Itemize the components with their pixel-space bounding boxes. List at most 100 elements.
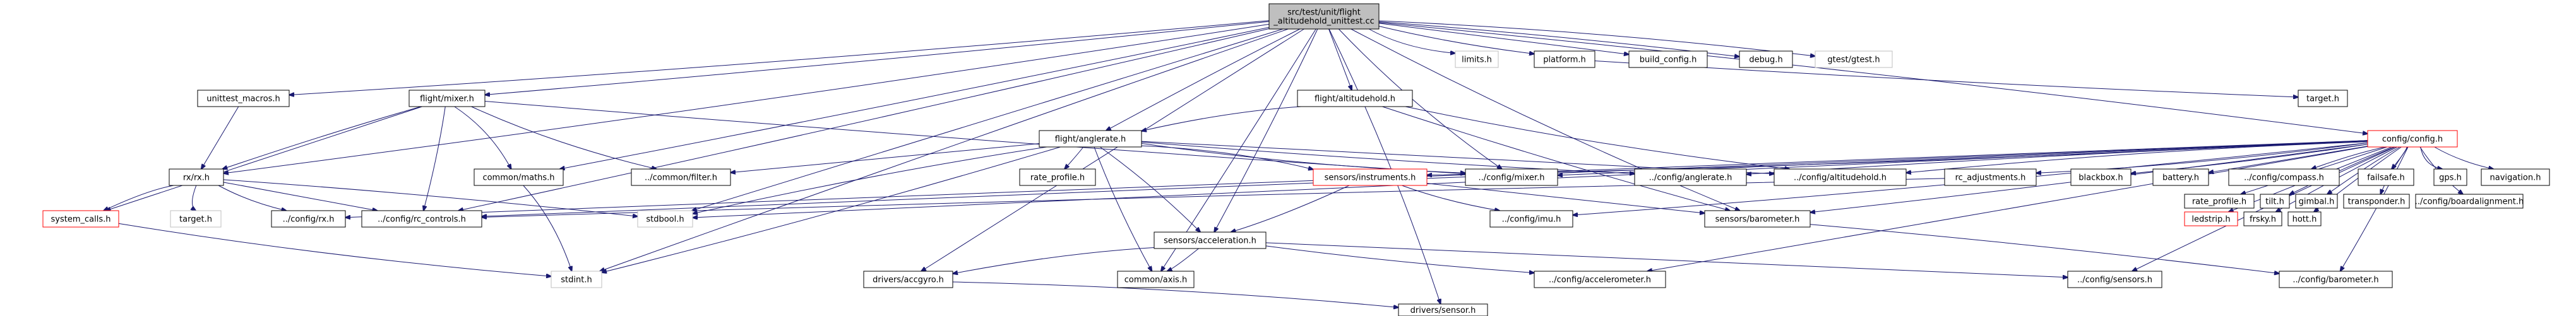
node-box [2287, 211, 2322, 226]
node-root[interactable]: src/test/unit/flight_altitudehold_unitte… [1268, 3, 1380, 30]
node-label: limits.h [1462, 56, 1492, 65]
node-box [474, 168, 564, 186]
node-gimbal[interactable]: gimbal.h [2295, 194, 2338, 209]
node-limits: limits.h [1455, 50, 1499, 68]
node-sensors-instruments[interactable]: sensors/instruments.h [1313, 168, 1428, 186]
node-ledstrip[interactable]: ledstrip.h [2184, 211, 2238, 226]
node-unittest-macros[interactable]: unittest_macros.h [197, 90, 290, 107]
node-label: gimbal.h [2299, 197, 2335, 207]
dependency-edge [1368, 28, 1455, 53]
node-config-accelerometer[interactable]: ../config/accelerometer.h [1534, 271, 1666, 288]
node-common-axis[interactable]: common/axis.h [1117, 271, 1195, 288]
node-config-rc-controls[interactable]: ../config/rc_controls.h [361, 210, 482, 228]
edge-rx_h-to-config_rx [218, 185, 287, 211]
node-platform[interactable]: platform.h [1534, 50, 1595, 68]
node-box [2070, 168, 2132, 186]
node-config-h[interactable]: config/config.h [2367, 130, 2458, 148]
node-box [1489, 210, 1573, 228]
dependency-edge [1378, 22, 2368, 134]
node-label: ../config/sensors.h [2077, 276, 2152, 285]
node-altitudehold[interactable]: flight/altitudehold.h [1297, 90, 1413, 107]
node-transponder[interactable]: transponder.h [2343, 194, 2410, 209]
node-system-calls[interactable]: system_calls.h [42, 210, 119, 228]
dependency-edge [1094, 146, 1152, 271]
dependency-edge [454, 106, 511, 169]
node-config-compass[interactable]: ../config/compass.h [2228, 168, 2340, 186]
node-drivers-sensor[interactable]: drivers/sensor.h [1398, 303, 1488, 316]
node-label: navigation.h [2490, 173, 2541, 183]
node-build-config[interactable]: build_config.h [1628, 50, 1708, 68]
node-label: ../config/altitudehold.h [1794, 173, 1887, 183]
node-label: src/test/unit/flight [1287, 8, 1361, 18]
edge-altitudehold-to-config_altitudehold [1405, 106, 1790, 169]
edge-unittest_macros-to-rx_h [201, 106, 239, 169]
dependency-edge [289, 20, 1270, 95]
dependency-edge [192, 185, 196, 211]
node-config-altitudehold[interactable]: ../config/altitudehold.h [1774, 168, 1907, 186]
node-label: ../config/anglerate.h [1649, 173, 1732, 183]
node-config-barometer[interactable]: ../config/barometer.h [2279, 271, 2393, 288]
node-hott[interactable]: hott.h [2287, 211, 2322, 226]
node-config-mixer[interactable]: ../config/mixer.h [1465, 168, 1558, 186]
node-label: ../config/boardalignment.h [2415, 197, 2524, 207]
node-config-rx[interactable]: ../config/rx.h [271, 210, 346, 228]
node-sensors-acceleration[interactable]: sensors/acceleration.h [1154, 231, 1267, 249]
node-box [2260, 194, 2290, 209]
dependency-edge [2434, 146, 2494, 169]
node-config-anglerate[interactable]: ../config/anglerate.h [1634, 168, 1747, 186]
node-debug[interactable]: debug.h [1739, 50, 1793, 68]
dependency-edge [921, 28, 1304, 271]
dependency-edge [1647, 146, 2368, 271]
node-common-maths[interactable]: common/maths.h [474, 168, 564, 186]
node-rate-profile2[interactable]: rate_profile.h [2184, 194, 2255, 209]
node-config-imu[interactable]: ../config/imu.h [1489, 210, 1573, 228]
dependency-edge [1167, 248, 1199, 271]
node-battery[interactable]: battery.h [2152, 168, 2209, 186]
node-label: unittest_macros.h [206, 95, 280, 104]
node-layer: src/test/unit/flight_altitudehold_unitte… [42, 3, 2550, 316]
dependency-edge [2327, 146, 2400, 194]
node-label: transponder.h [2348, 197, 2406, 207]
dependency-edge [201, 106, 239, 169]
edge-anglerate-to-common_axis [1094, 146, 1152, 271]
edge-rx_h-to-config_rc_controls [223, 182, 378, 211]
node-target[interactable]: target.h [2298, 90, 2348, 107]
dependency-edge [952, 281, 1398, 307]
node-tilt[interactable]: tilt.h [2260, 194, 2290, 209]
node-label: blackbox.h [2078, 173, 2123, 183]
edge-root-to-stdbool [692, 28, 1284, 211]
dependency-edge [1106, 28, 1301, 131]
edge-root-to-limits [1368, 28, 1455, 53]
node-box [271, 210, 346, 228]
node-rx-h[interactable]: rx/rx.h [169, 168, 224, 186]
edge-sensors_acceleration-to-drivers_accgyro [953, 247, 1155, 273]
edge-config_h-to-gimbal [2327, 146, 2400, 194]
node-frsky[interactable]: frsky.h [2243, 211, 2282, 226]
node-label: stdint.h [561, 276, 592, 285]
node-gps[interactable]: gps.h [2433, 168, 2467, 186]
node-label: ../config/rx.h [283, 215, 335, 225]
edge-root-to-rx_h [224, 23, 1270, 173]
node-rc-adjustments[interactable]: rc_adjustments.h [1944, 168, 2037, 186]
edge-sensors_acceleration-to-config_sensors [1265, 242, 2068, 278]
node-anglerate[interactable]: flight/anglerate.h [1039, 130, 1142, 148]
node-box [1465, 168, 1558, 186]
dependency-edge [218, 185, 287, 211]
node-common-filter[interactable]: ../common/filter.h [631, 168, 731, 186]
node-rate-profile[interactable]: rate_profile.h [1019, 168, 1096, 186]
edge-mixer-to-common_maths [454, 106, 511, 169]
node-blackbox[interactable]: blackbox.h [2070, 168, 2132, 186]
node-box [197, 90, 290, 107]
edge-altitudehold-to-anglerate [1142, 106, 1301, 131]
node-box [2243, 211, 2282, 226]
node-sensors-barometer[interactable]: sensors/barometer.h [1704, 210, 1811, 228]
dependency-edge [1382, 106, 1730, 211]
node-failsafe[interactable]: failsafe.h [2358, 168, 2414, 186]
node-navigation[interactable]: navigation.h [2481, 168, 2550, 186]
node-config-sensors[interactable]: ../config/sensors.h [2067, 271, 2162, 288]
node-drivers-accgyro[interactable]: drivers/accgyro.h [863, 271, 953, 288]
dependency-edge [730, 143, 1040, 173]
node-mixer[interactable]: flight/mixer.h [408, 90, 486, 107]
dependency-edge [600, 28, 1289, 271]
node-config-boardalignment[interactable]: ../config/boardalignment.h [2415, 194, 2524, 209]
